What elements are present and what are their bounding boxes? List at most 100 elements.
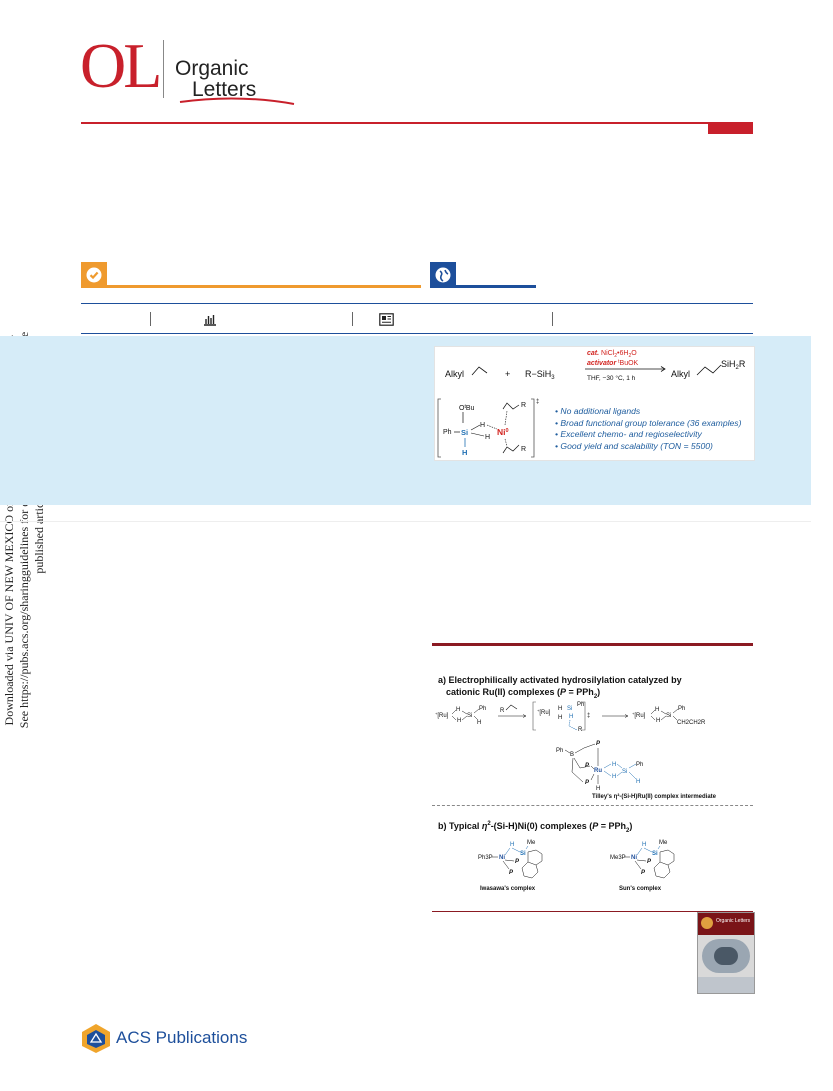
metrics-chart-icon[interactable] <box>203 313 217 326</box>
ru-cation-label: +[Ru] <box>537 708 551 716</box>
access-badge-orange[interactable] <box>81 262 421 288</box>
header-rule <box>81 122 753 124</box>
trimethylphosphine-label: Me3P <box>610 855 626 861</box>
ts-r-upper: R <box>521 402 526 409</box>
ru-cation-label: +[Ru] <box>435 711 449 719</box>
hydride-label-blue: H <box>569 714 573 720</box>
scheme-divider <box>432 805 753 806</box>
toc-bullet: • Excellent chemo- and regioselectivity <box>555 429 702 439</box>
nickel-label: Ni <box>631 855 637 861</box>
catalyst-label: cat. NiCl2•6H2O <box>587 350 637 359</box>
hydride-label: H <box>656 718 660 724</box>
ru-cation-label: +[Ru] <box>632 711 646 719</box>
hydride-label: H <box>457 718 461 724</box>
intermediate-dagger: ‡ <box>587 713 590 719</box>
silicon-label-blue: Si <box>567 706 572 712</box>
phosphine-label: P <box>509 870 514 876</box>
nickel-label: Ni <box>499 855 505 861</box>
phosphine-label: P <box>585 780 590 786</box>
hydride-label-blue: H <box>642 842 646 848</box>
ts-bond <box>470 432 485 437</box>
cover-banner <box>698 913 754 935</box>
phenyl-label: Ph <box>479 706 486 712</box>
logo-divider <box>163 40 164 98</box>
toc-bullet: • No additional ligands <box>555 406 641 416</box>
journal-logo-abbr[interactable]: OL <box>80 30 162 101</box>
hydride-label: H <box>456 707 460 713</box>
access-badge-blue[interactable] <box>430 262 536 288</box>
alkene-bond <box>471 366 488 376</box>
metrics-separator <box>552 312 553 326</box>
toc-bullet: • Good yield and scalability (TON = 5500… <box>555 440 713 451</box>
hydride-label-blue: H <box>612 762 616 768</box>
journal-cover-thumbnail[interactable]: Organic Letters <box>697 912 755 994</box>
article-type-tag <box>708 122 753 134</box>
logo-swoosh-icon <box>179 97 295 105</box>
silicon-label: Si <box>666 713 671 719</box>
silicon-label-blue: Si <box>622 769 627 775</box>
product-alkyl: Alkyl <box>671 369 690 379</box>
plus-sign: + <box>505 369 510 379</box>
hydride-label: H <box>477 720 481 726</box>
journal-name-line1: Organic <box>175 57 249 80</box>
ts-agostic-bond <box>486 424 498 430</box>
ts-h-upper: H <box>480 422 485 429</box>
ts-bracket-left <box>437 398 441 458</box>
conditions-label: THF, −30 °C, 1 h <box>587 374 636 382</box>
hydride-label: H <box>655 707 659 713</box>
ts-hydride: H <box>462 448 467 457</box>
ts-nickel: Ni0 <box>497 427 509 437</box>
alkene-r-label: R <box>500 708 505 714</box>
cover-title: Organic Letters <box>716 918 751 924</box>
hydride-label: H <box>596 786 600 792</box>
article-recommendations-icon[interactable] <box>379 313 394 326</box>
hydride-label-blue: H <box>510 842 514 848</box>
ts-bracket-right <box>531 398 535 458</box>
toc-graphic[interactable]: Alkyl + R−SiH3 cat. NiCl2•6H2O activator… <box>434 346 755 461</box>
acs-hexagon-logo-icon[interactable] <box>79 1022 113 1054</box>
silicon-label-blue: Si <box>652 851 658 857</box>
reactant-alkyl: Alkyl <box>445 369 464 379</box>
arrow-head-icon <box>660 366 666 372</box>
phenyl-label: Ph <box>577 702 584 708</box>
hydride-label: H <box>558 706 562 712</box>
silicon-label: Si <box>467 713 472 719</box>
metrics-separator <box>150 312 151 326</box>
activator-label: activator tBuOK <box>587 359 639 367</box>
ts-coord-bond <box>504 410 508 426</box>
boron-label: B <box>570 752 574 758</box>
ts-alkene-lower <box>502 444 520 454</box>
ts-otbu: OtBu <box>459 404 475 412</box>
scheme-rule-bottom <box>432 911 753 912</box>
toc-bullet: • Broad functional group tolerance (36 e… <box>555 417 742 428</box>
scheme-b-graphic: Ph3P Ni H Si Me P P Iwasawa's complex Me… <box>478 840 675 892</box>
triphenylphosphine-label: Ph3P <box>478 855 493 861</box>
badge-underline <box>107 285 421 288</box>
scheme-heading-b: b) Typical η2-(Si-H)Ni(0) complexes (P =… <box>438 821 633 834</box>
ts-coord-bond <box>504 438 508 447</box>
phosphine-label: P <box>596 741 601 747</box>
phosphine-label: P <box>515 859 520 865</box>
ts-phenyl: Ph <box>443 429 452 436</box>
alkyl-chain-label: CH2CH2R <box>677 720 706 726</box>
metrics-rule-bottom <box>81 333 753 334</box>
ts-bond <box>470 424 481 431</box>
publisher-name[interactable]: ACS Publications <box>116 1028 248 1047</box>
scheme-rule-top <box>432 643 753 646</box>
ts-h-lower: H <box>485 434 490 441</box>
toc-scheme: Alkyl + R−SiH3 cat. NiCl2•6H2O activator… <box>437 350 746 458</box>
ruthenium-label: Ru <box>594 768 602 774</box>
journal-name-line2: Letters <box>192 78 257 101</box>
checkmark-icon <box>81 262 107 288</box>
globe-icon <box>430 262 456 288</box>
hydride-label: H <box>558 715 562 721</box>
silicon-label-blue: Si <box>520 851 526 857</box>
methyl-label: Me <box>659 840 668 846</box>
ts-dagger: ‡ <box>536 399 539 405</box>
sun-caption: Sun's complex <box>619 886 662 892</box>
scheme-a-graphic: +[Ru] H H Si Ph H R ‡ +[Ru] H H Si Ph H … <box>435 701 717 800</box>
scheme-heading-a: a) Electrophilically activated hydrosily… <box>438 674 738 703</box>
cover-emblem-icon <box>701 917 713 929</box>
product-chain <box>696 364 722 376</box>
phenyl-label: Ph <box>556 748 563 754</box>
